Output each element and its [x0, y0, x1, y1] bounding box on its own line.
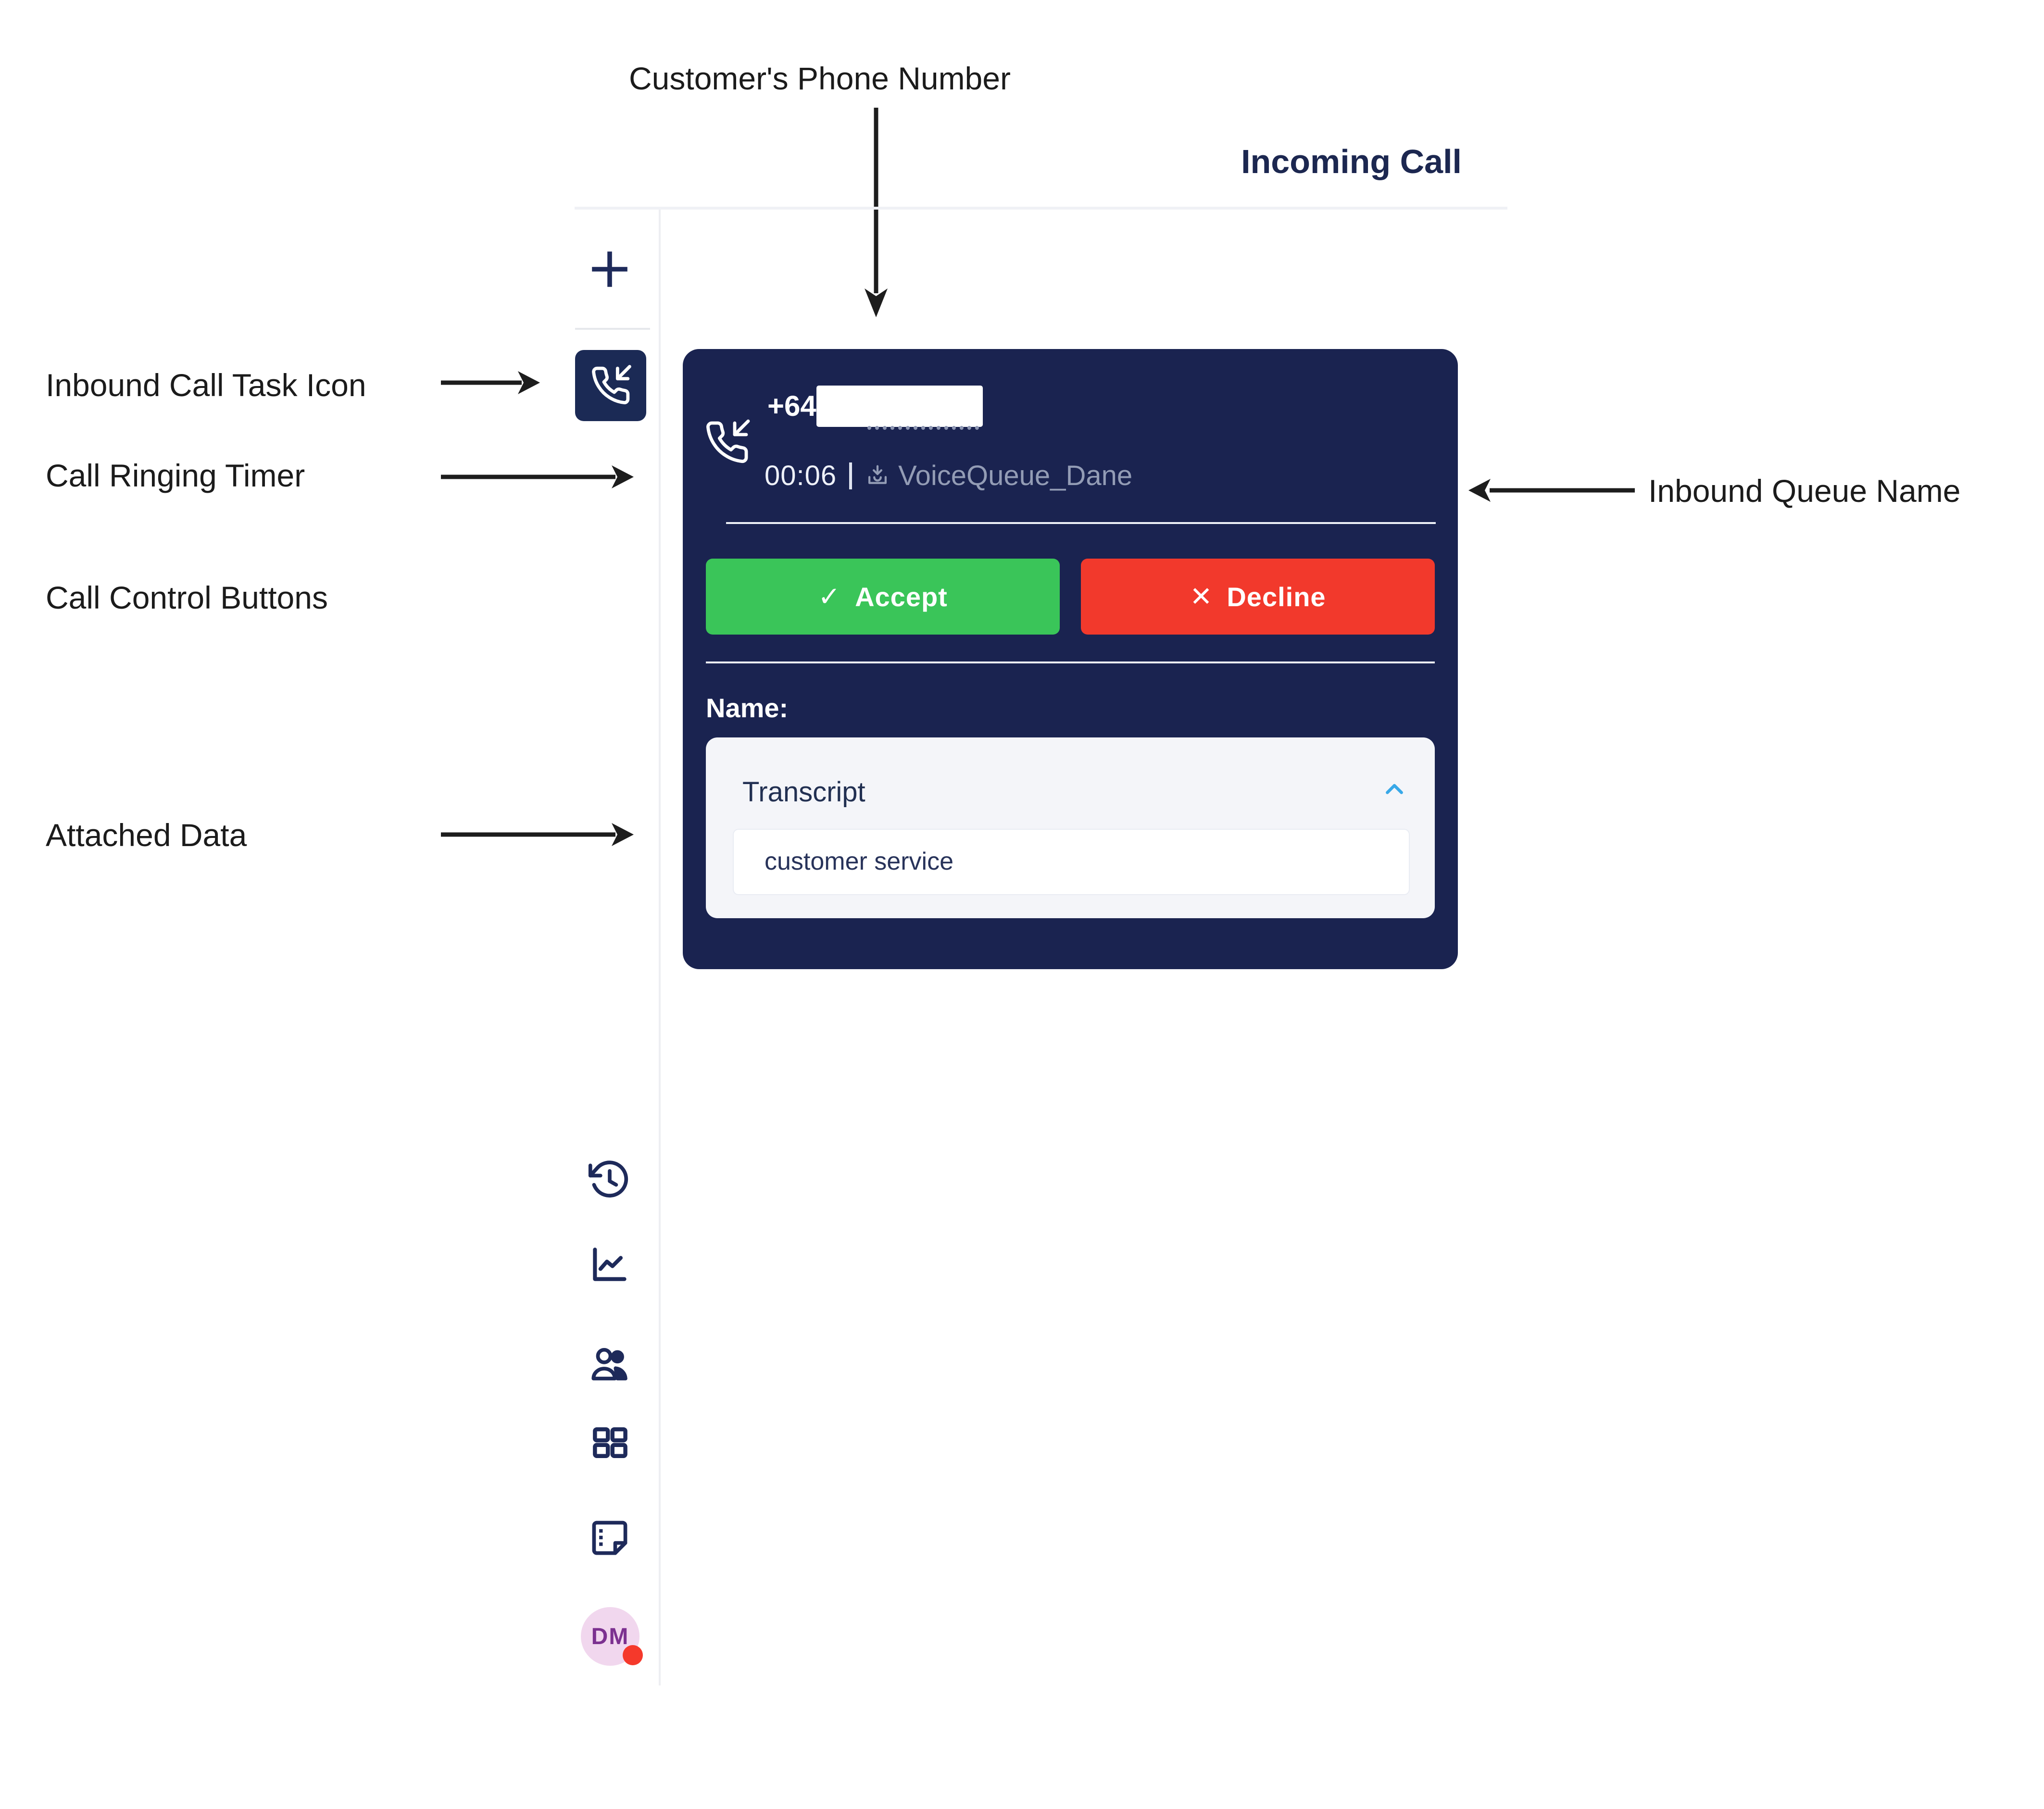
arrow-right-to-attached-data: [440, 820, 635, 849]
inbound-queue-name: VoiceQueue_Dane: [898, 460, 1133, 491]
call-control-buttons: ✓ Accept ✕ Decline: [706, 559, 1435, 635]
decline-button[interactable]: ✕ Decline: [1081, 559, 1435, 635]
avatar-initials: DM: [591, 1623, 629, 1649]
attached-data-title: Transcript: [742, 776, 865, 808]
notes-icon: [588, 1516, 632, 1560]
annotation-call-controls: Call Control Buttons: [46, 580, 328, 615]
call-ringing-timer: 00:06: [765, 460, 837, 491]
incoming-call-card: +64 00:06 VoiceQueue_Dane ✓ Accept ✕ De: [683, 349, 1458, 969]
card-divider-top: [726, 522, 1436, 524]
arrow-left-to-queue-name: [1467, 476, 1636, 505]
annotation-ringing-timer: Call Ringing Timer: [46, 458, 305, 493]
attached-data-value: customer service: [765, 848, 953, 875]
history-icon: [588, 1158, 632, 1202]
collapse-panel-button[interactable]: [1379, 774, 1410, 805]
check-icon: ✓: [818, 581, 841, 611]
incoming-call-icon: [704, 419, 750, 465]
annotation-attached-data: Attached Data: [46, 817, 247, 853]
annotation-customer-phone: Customer's Phone Number: [629, 61, 1011, 96]
customer-phone-number: +64: [767, 390, 816, 422]
redacted-phone-number: [816, 386, 983, 427]
line-chart-icon: [588, 1242, 632, 1286]
sidebar-item-notes[interactable]: [588, 1516, 632, 1560]
inbound-call-task-tab[interactable]: [575, 350, 646, 421]
name-label: Name:: [706, 693, 789, 723]
agent-status-dot: [623, 1645, 643, 1665]
apps-grid-icon: [588, 1420, 632, 1464]
sidebar-item-history[interactable]: [588, 1158, 632, 1202]
new-task-button[interactable]: [587, 246, 633, 292]
attached-data-panel: Transcript customer service: [706, 737, 1435, 918]
attached-data-value-box: customer service: [733, 829, 1410, 895]
inbound-call-icon: [590, 365, 631, 406]
sidebar-item-reports[interactable]: [588, 1242, 632, 1286]
page-title: Incoming Call: [1241, 143, 1462, 180]
arrow-down-to-phone-number: [863, 107, 890, 318]
accept-button[interactable]: ✓ Accept: [706, 559, 1060, 635]
sidebar-right-border: [659, 210, 661, 1685]
arrow-right-to-task-icon: [440, 368, 541, 397]
card-divider-bottom: [706, 661, 1435, 663]
redacted-digits-dots: [867, 426, 979, 430]
arrow-right-to-timer: [440, 462, 635, 491]
sidebar-divider: [575, 328, 650, 330]
annotation-queue-name: Inbound Queue Name: [1648, 473, 1961, 509]
sidebar-item-contacts[interactable]: [588, 1343, 632, 1387]
plus-icon: [587, 246, 633, 292]
header-bottom-border: [575, 207, 1507, 210]
contacts-icon: [588, 1343, 632, 1387]
annotation-inbound-task: Inbound Call Task Icon: [46, 367, 366, 403]
chevron-up-icon: [1379, 774, 1410, 805]
x-icon: ✕: [1190, 581, 1213, 611]
queue-download-icon: [865, 463, 890, 489]
sidebar-item-apps[interactable]: [588, 1420, 632, 1464]
timer-separator: [849, 462, 853, 489]
